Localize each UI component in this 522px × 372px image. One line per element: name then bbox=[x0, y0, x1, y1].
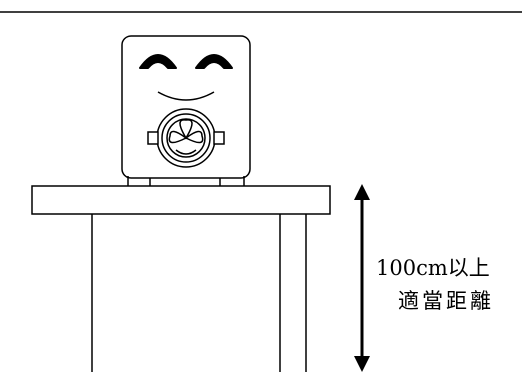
circular-emblem-icon bbox=[147, 108, 225, 168]
distance-label-line2: 適當距離 bbox=[398, 289, 494, 313]
smile-icon bbox=[157, 91, 215, 101]
left-eye-icon bbox=[139, 54, 177, 69]
table-top bbox=[31, 185, 331, 215]
device-unit bbox=[121, 35, 251, 186]
height-arrow-icon bbox=[354, 184, 370, 372]
distance-label-line1: 100cm以上 bbox=[376, 256, 490, 280]
table bbox=[31, 185, 331, 372]
right-eye-icon bbox=[195, 54, 233, 69]
